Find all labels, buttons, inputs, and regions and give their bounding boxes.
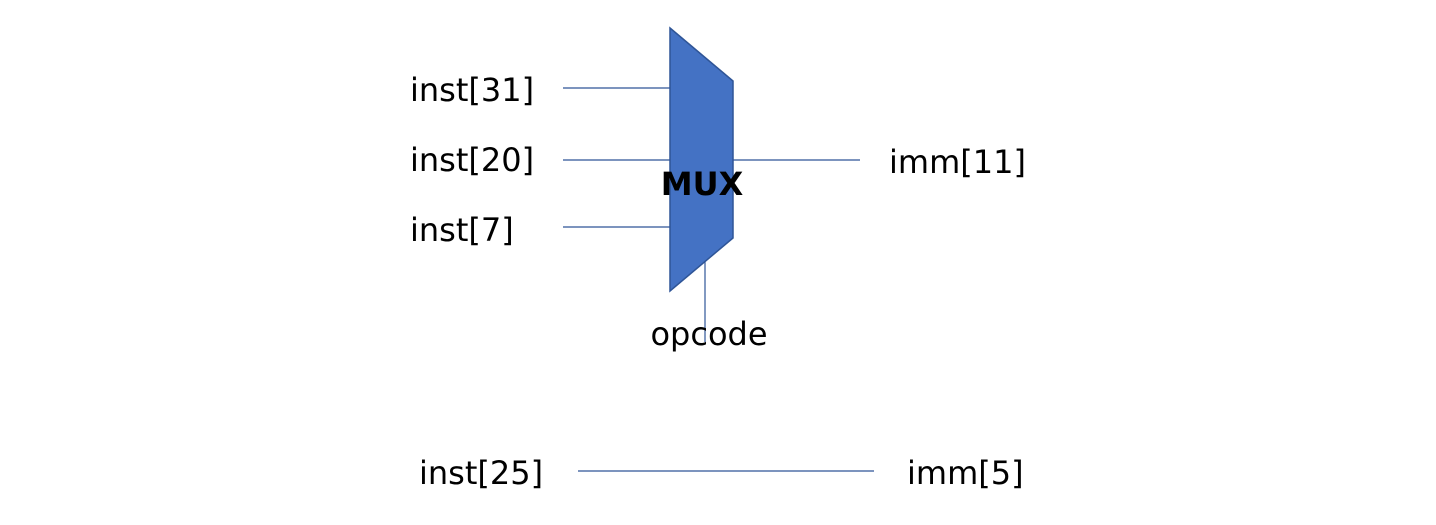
- output-label-imm11: imm[11]: [889, 143, 1026, 181]
- direct-target-label: imm[5]: [907, 454, 1024, 492]
- direct-source-label: inst[25]: [419, 454, 543, 492]
- mux-block: [669, 26, 734, 293]
- input-label-inst31: inst[31]: [410, 71, 534, 109]
- mux-label: MUX: [661, 165, 744, 203]
- input-label-inst7: inst[7]: [410, 211, 514, 249]
- input-label-inst20: inst[20]: [410, 141, 534, 179]
- select-label-opcode: opcode: [650, 315, 767, 353]
